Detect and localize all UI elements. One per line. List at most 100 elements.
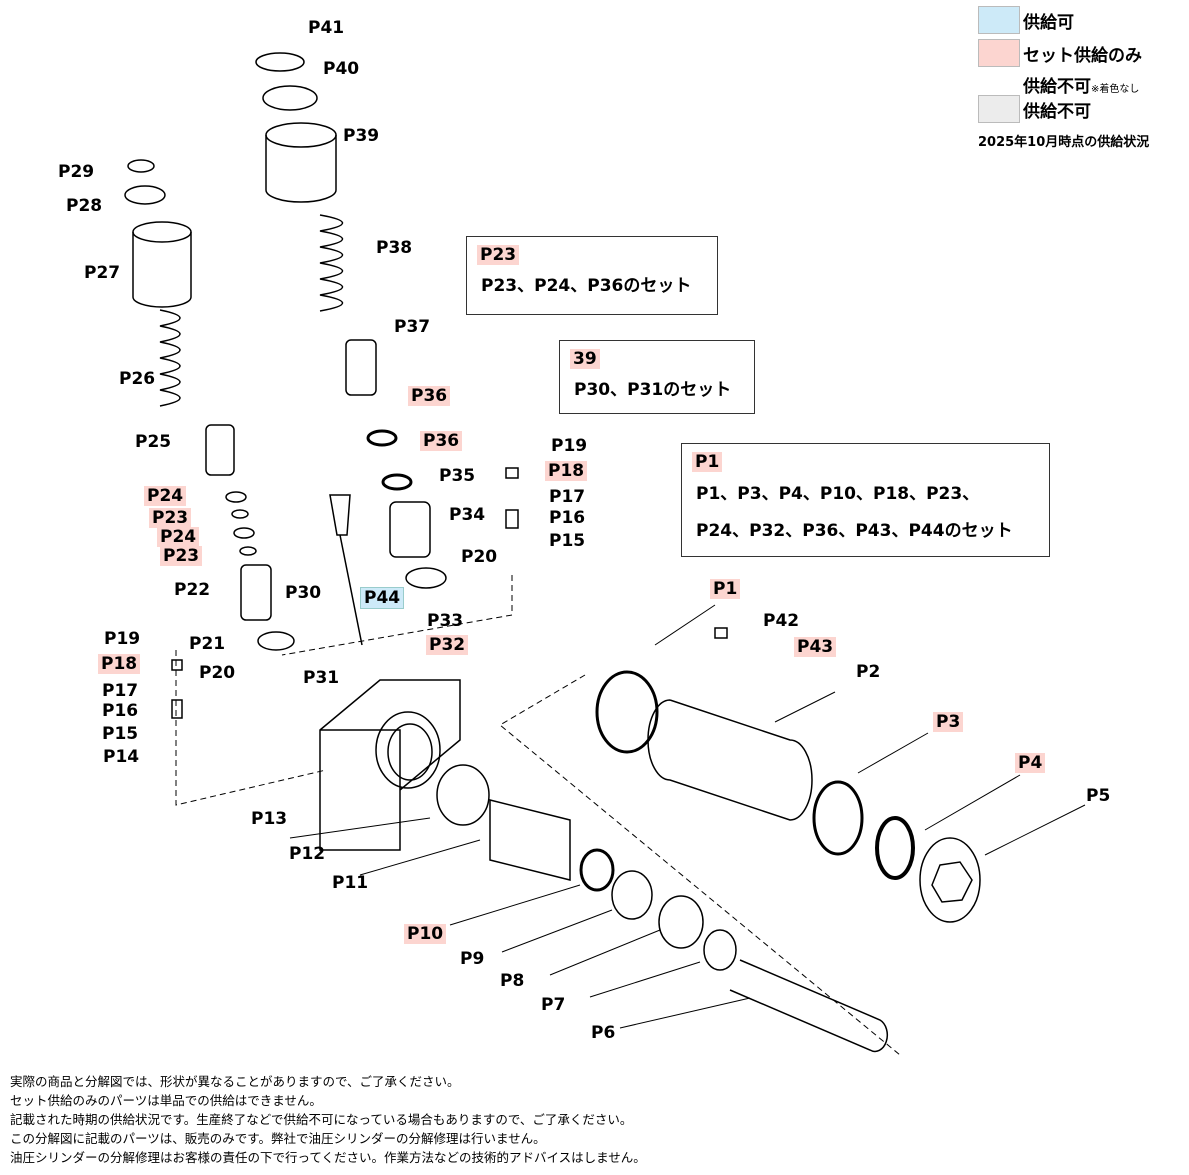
part-label: P14 (103, 747, 140, 767)
set-line: P1、P3、P4、P10、P18、P23、 (696, 484, 980, 504)
legend-text: 供給不可 (1023, 101, 1091, 122)
part-p8 (658, 895, 704, 949)
part-label: P38 (376, 238, 413, 258)
part-label-set: P3 (933, 712, 964, 732)
part-p40 (262, 85, 318, 111)
part-p35 (389, 501, 431, 558)
part-label: P20 (461, 547, 498, 567)
part-label: P9 (460, 949, 485, 969)
part-p28 (124, 185, 166, 205)
swatch-blue (978, 6, 1020, 34)
part-label: P39 (343, 126, 380, 146)
part-p6 (729, 959, 889, 1053)
part-label: P42 (763, 611, 800, 631)
part-label-set: P36 (408, 386, 451, 406)
part-label-set: P1 (710, 579, 741, 599)
legend-text: 供給不可 (1023, 76, 1091, 97)
set-tag: 39 (570, 349, 600, 369)
part-label: P15 (102, 724, 139, 744)
part-label: P34 (449, 505, 486, 525)
legend-unavailable: 供給不可 (978, 95, 1091, 123)
part-label: P25 (135, 432, 172, 452)
part-p41 (255, 52, 305, 72)
set-description: P30、P31のセット (574, 380, 732, 400)
part-label: P13 (251, 809, 288, 829)
part-label: P19 (551, 436, 588, 456)
part-label-set: P18 (545, 461, 588, 481)
part-label: P41 (308, 18, 345, 38)
part-label: P21 (189, 634, 226, 654)
legend-note: ※着色なし (1091, 83, 1140, 95)
part-label-set: P36 (420, 431, 463, 451)
part-label: P29 (58, 162, 95, 182)
part-p4 (875, 816, 915, 880)
part-label: P19 (104, 629, 141, 649)
part-label: P6 (591, 1023, 616, 1043)
part-p26 (159, 309, 181, 407)
part-label: P16 (102, 701, 139, 721)
part-p39 (265, 135, 337, 203)
part-label: P30 (285, 583, 322, 603)
part-p25 (205, 424, 235, 476)
part-p22 (240, 564, 272, 621)
legend-text: 供給可 (1023, 12, 1074, 33)
set-description: P23、P24、P36のセット (481, 276, 692, 296)
part-label: P7 (541, 995, 566, 1015)
set-tag: P1 (692, 452, 723, 472)
part-label: P11 (332, 873, 369, 893)
swatch-none (978, 70, 1020, 98)
part-p1 (595, 670, 659, 754)
set-box-p1: P1 P1、P3、P4、P10、P18、P23、 P24、P32、P36、P43、… (681, 443, 1050, 557)
part-p38 (319, 214, 343, 312)
part-label-set: P4 (1015, 753, 1046, 773)
part-label: P20 (199, 663, 236, 683)
part-label: P12 (289, 844, 326, 864)
part-p27 (132, 232, 192, 308)
part-label: P17 (102, 681, 139, 701)
part-label: P2 (856, 662, 881, 682)
part-label-set: P24 (144, 486, 187, 506)
part-p37 (345, 339, 377, 396)
part-p2 (647, 699, 813, 821)
part-label-set: P18 (98, 654, 141, 674)
part-p29 (127, 159, 155, 173)
note-line: 実際の商品と分解図では、形状が異なることがありますので、ご了承ください。 (10, 1074, 460, 1089)
part-label: P35 (439, 466, 476, 486)
set-tag: P23 (477, 245, 520, 265)
part-label: P16 (549, 508, 586, 528)
part-p9 (611, 870, 653, 920)
part-label-set: P23 (149, 508, 192, 528)
part-label-available: P44 (360, 587, 405, 609)
part-p5 (919, 837, 981, 923)
legend-unavailable-uncolored: 供給不可※着色なし (978, 70, 1139, 98)
part-p3 (812, 780, 864, 856)
part-label: P5 (1086, 786, 1111, 806)
part-label: P37 (394, 317, 431, 337)
note-line: 油圧シリンダーの分解修理はお客様の責任の下で行ってください。作業方法などの技術的… (10, 1150, 646, 1165)
part-label-set: P43 (794, 637, 837, 657)
swatch-gray (978, 95, 1020, 123)
legend-text: セット供給のみ (1023, 45, 1142, 66)
part-label-set: P23 (160, 546, 203, 566)
part-label: P26 (119, 369, 156, 389)
set-description: P1、P3、P4、P10、P18、P23、 P24、P32、P36、P43、P44… (696, 476, 1049, 550)
note-line: 記載された時期の供給状況です。生産終了などで供給不可になっている場合もありますの… (10, 1112, 633, 1127)
part-label: P27 (84, 263, 121, 283)
part-label: P8 (500, 971, 525, 991)
set-box-p23: P23 P23、P24、P36のセット (466, 236, 718, 315)
part-label: P40 (323, 59, 360, 79)
part-label-set: P32 (426, 635, 469, 655)
part-label-set: P24 (157, 527, 200, 547)
part-label: P28 (66, 196, 103, 216)
legend-set-only: セット供給のみ (978, 39, 1142, 67)
part-label: P31 (303, 668, 340, 688)
part-p11 (489, 799, 571, 881)
part-p10 (579, 848, 615, 892)
part-label: P15 (549, 531, 586, 551)
set-box-39: 39 P30、P31のセット (559, 340, 755, 414)
note-line: この分解図に記載のパーツは、販売のみです。弊社で油圧シリンダーの分解修理は行いま… (10, 1131, 546, 1146)
legend-as-of: 2025年10月時点の供給状況 (978, 135, 1150, 150)
legend-available: 供給可 (978, 6, 1074, 34)
set-line: P24、P32、P36、P43、P44のセット (696, 521, 1013, 541)
